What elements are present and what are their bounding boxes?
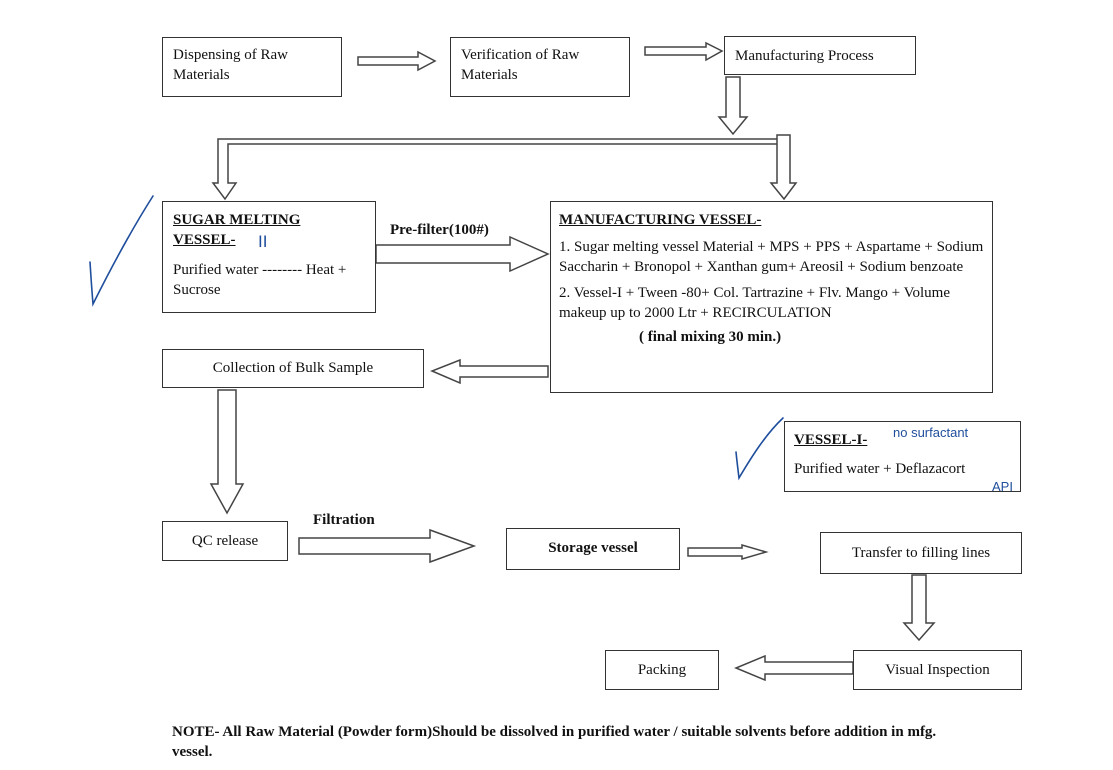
mfg-vessel-line1: 1. Sugar melting vessel Material + MPS +… (559, 239, 984, 275)
vessel-one-title: VESSEL-I- (794, 432, 868, 448)
checkmark-icon (89, 195, 154, 307)
manufacturing-process-box: Manufacturing Process (724, 36, 916, 75)
note-text: NOTE- All Raw Material (Powder form)Shou… (172, 724, 937, 760)
qc-release-label: QC release (191, 533, 259, 549)
arrow-transfer-to-visual (902, 574, 936, 642)
storage-vessel-label: Storage vessel (548, 540, 638, 556)
manufacturing-process-label: Manufacturing Process (735, 48, 874, 64)
packing-label: Packing (637, 662, 687, 678)
packing-box: Packing (605, 650, 719, 690)
arrow-filtration (298, 528, 477, 564)
prefilter-label: Pre-filter(100#) (390, 222, 489, 238)
arrow-process-down (717, 76, 749, 136)
dispensing-box: Dispensing of Raw Materials (162, 37, 342, 97)
arrow-storage-to-transfer (687, 544, 769, 560)
collection-label: Collection of Bulk Sample (212, 360, 374, 376)
arrow-to-collection (430, 358, 549, 385)
arrow-verification-to-process (644, 41, 724, 62)
storage-vessel-box: Storage vessel (506, 528, 680, 570)
collection-box: Collection of Bulk Sample (162, 349, 424, 388)
arrow-branch-right (769, 134, 798, 201)
dispensing-label: Dispensing of Raw Materials (173, 47, 288, 83)
sugar-vessel-title: SUGAR MELTING VESSEL- (173, 212, 301, 248)
mfg-vessel-line2: 2. Vessel-I + Tween -80+ Col. Tartrazine… (559, 285, 950, 321)
transfer-label: Transfer to filling lines (851, 545, 991, 561)
verification-box: Verification of Raw Materials (450, 37, 630, 97)
visual-inspection-box: Visual Inspection (853, 650, 1022, 690)
vessel-one-box: VESSEL-I- Purified water + Deflazacort (784, 421, 1021, 492)
sugar-melting-vessel-box: SUGAR MELTING VESSEL- Purified water ---… (162, 201, 376, 313)
arrow-prefilter (375, 235, 550, 273)
filtration-label: Filtration (313, 512, 375, 528)
checkmark-icon (735, 417, 784, 481)
handwritten-no-surfactant: no surfactant (893, 425, 969, 440)
qc-release-box: QC release (162, 521, 288, 561)
transfer-box: Transfer to filling lines (820, 532, 1022, 574)
sugar-vessel-body: Purified water -------- Heat + Sucrose (173, 262, 347, 298)
visual-inspection-label: Visual Inspection (885, 662, 990, 678)
handwritten-api: API (992, 479, 1013, 494)
verification-label: Verification of Raw Materials (461, 47, 580, 83)
manufacturing-vessel-box: MANUFACTURING VESSEL- 1. Sugar melting v… (550, 201, 993, 393)
mfg-vessel-line3: ( final mixing 30 min.) (639, 329, 782, 345)
mfg-vessel-title: MANUFACTURING VESSEL- (559, 212, 762, 228)
vessel-one-body: Purified water + Deflazacort (794, 461, 966, 477)
handwritten-roman-two: II (258, 232, 268, 251)
arrow-branch-left (211, 138, 783, 201)
arrow-collection-to-qc (209, 389, 245, 515)
arrow-visual-to-packing (734, 654, 854, 682)
arrow-dispensing-to-verification (357, 50, 437, 72)
